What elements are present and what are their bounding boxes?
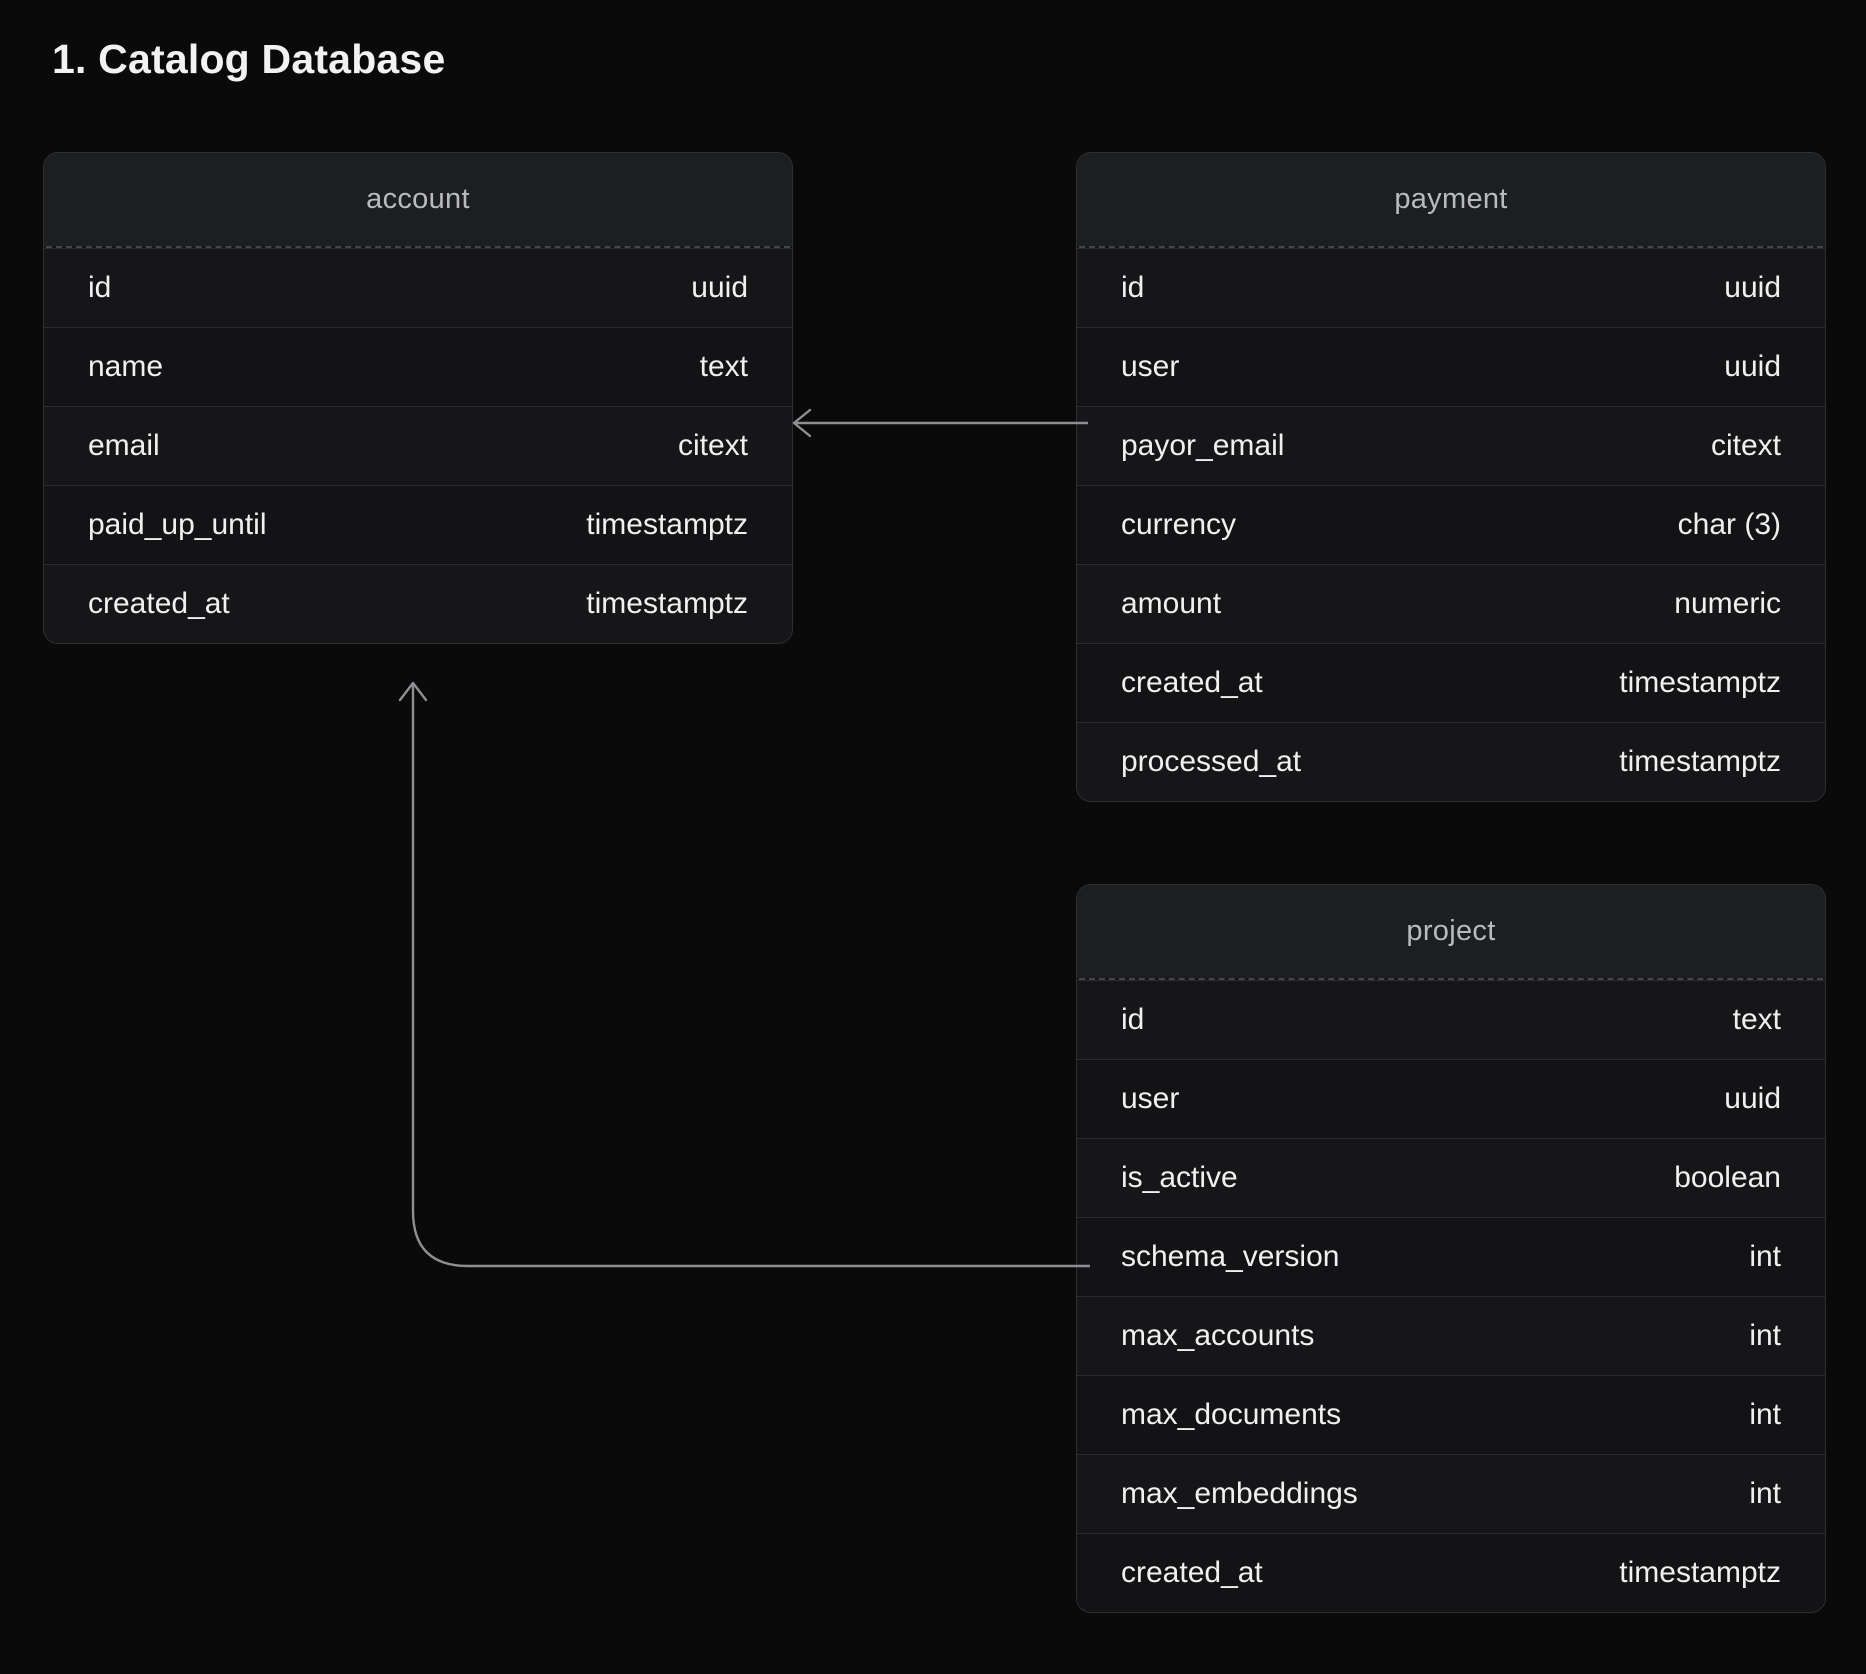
table-row[interactable]: created_at timestamptz bbox=[1077, 1533, 1825, 1612]
table-header-separator bbox=[1079, 978, 1823, 980]
table-row[interactable]: id text bbox=[1077, 980, 1825, 1059]
erd-table-account[interactable]: account id uuid name text email citext p… bbox=[43, 152, 793, 644]
table-row[interactable]: payor_email citext bbox=[1077, 406, 1825, 485]
table-row[interactable]: max_accounts int bbox=[1077, 1296, 1825, 1375]
relationship-payment-to-account bbox=[792, 408, 1088, 438]
table-row[interactable]: amount numeric bbox=[1077, 564, 1825, 643]
table-row[interactable]: created_at timestamptz bbox=[44, 564, 792, 643]
table-title-project: project bbox=[1077, 885, 1825, 978]
field-name: max_accounts bbox=[1121, 1319, 1315, 1352]
table-title-account: account bbox=[44, 153, 792, 246]
field-name: is_active bbox=[1121, 1161, 1238, 1194]
table-row[interactable]: email citext bbox=[44, 406, 792, 485]
table-row[interactable]: max_embeddings int bbox=[1077, 1454, 1825, 1533]
erd-table-project[interactable]: project id text user uuid is_active bool… bbox=[1076, 884, 1826, 1613]
field-type: int bbox=[1749, 1398, 1781, 1431]
field-name: created_at bbox=[1121, 1556, 1263, 1589]
field-type: timestamptz bbox=[586, 587, 748, 620]
field-type: uuid bbox=[1724, 350, 1781, 383]
field-name: email bbox=[88, 429, 160, 462]
table-row[interactable]: paid_up_until timestamptz bbox=[44, 485, 792, 564]
field-name: id bbox=[88, 271, 112, 304]
page-title: 1. Catalog Database bbox=[52, 36, 446, 82]
field-type: citext bbox=[677, 429, 748, 462]
field-type: int bbox=[1749, 1319, 1781, 1352]
field-name: user bbox=[1121, 350, 1180, 383]
table-row[interactable]: name text bbox=[44, 327, 792, 406]
field-name: id bbox=[1121, 1003, 1145, 1036]
table-row[interactable]: max_documents int bbox=[1077, 1375, 1825, 1454]
field-type: numeric bbox=[1674, 587, 1781, 620]
table-header-separator bbox=[1079, 246, 1823, 248]
field-name: created_at bbox=[1121, 666, 1263, 699]
field-name: payor_email bbox=[1121, 429, 1285, 462]
field-type: uuid bbox=[1724, 271, 1781, 304]
field-type: uuid bbox=[1724, 1082, 1781, 1115]
table-row[interactable]: created_at timestamptz bbox=[1077, 643, 1825, 722]
field-name: amount bbox=[1121, 587, 1222, 620]
table-row[interactable]: user uuid bbox=[1077, 1059, 1825, 1138]
field-type: int bbox=[1749, 1240, 1781, 1273]
field-type: uuid bbox=[691, 271, 748, 304]
field-name: schema_version bbox=[1121, 1240, 1340, 1273]
field-type: timestamptz bbox=[1619, 1556, 1781, 1589]
table-header-separator bbox=[46, 246, 790, 248]
field-type: citext bbox=[1710, 429, 1781, 462]
table-row[interactable]: id uuid bbox=[1077, 248, 1825, 327]
field-name: processed_at bbox=[1121, 745, 1302, 778]
erd-table-payment[interactable]: payment id uuid user uuid payor_email ci… bbox=[1076, 152, 1826, 802]
table-row[interactable]: currency char (3) bbox=[1077, 485, 1825, 564]
table-row[interactable]: is_active boolean bbox=[1077, 1138, 1825, 1217]
field-type: boolean bbox=[1674, 1161, 1781, 1194]
field-name: user bbox=[1121, 1082, 1180, 1115]
table-title-payment: payment bbox=[1077, 153, 1825, 246]
table-row[interactable]: schema_version int bbox=[1077, 1217, 1825, 1296]
field-name: max_documents bbox=[1121, 1398, 1342, 1431]
field-type: int bbox=[1749, 1477, 1781, 1510]
table-row[interactable]: processed_at timestamptz bbox=[1077, 722, 1825, 801]
table-row[interactable]: user uuid bbox=[1077, 327, 1825, 406]
field-type: text bbox=[699, 350, 748, 383]
field-type: char (3) bbox=[1677, 508, 1781, 541]
relationship-project-to-account bbox=[398, 681, 1090, 1268]
field-name: max_embeddings bbox=[1121, 1477, 1358, 1510]
field-type: timestamptz bbox=[1619, 745, 1781, 778]
table-row[interactable]: id uuid bbox=[44, 248, 792, 327]
field-type: text bbox=[1732, 1003, 1781, 1036]
field-name: created_at bbox=[88, 587, 230, 620]
field-name: paid_up_until bbox=[88, 508, 267, 541]
field-type: timestamptz bbox=[1619, 666, 1781, 699]
field-type: timestamptz bbox=[586, 508, 748, 541]
field-name: id bbox=[1121, 271, 1145, 304]
field-name: currency bbox=[1121, 508, 1237, 541]
field-name: name bbox=[88, 350, 164, 383]
